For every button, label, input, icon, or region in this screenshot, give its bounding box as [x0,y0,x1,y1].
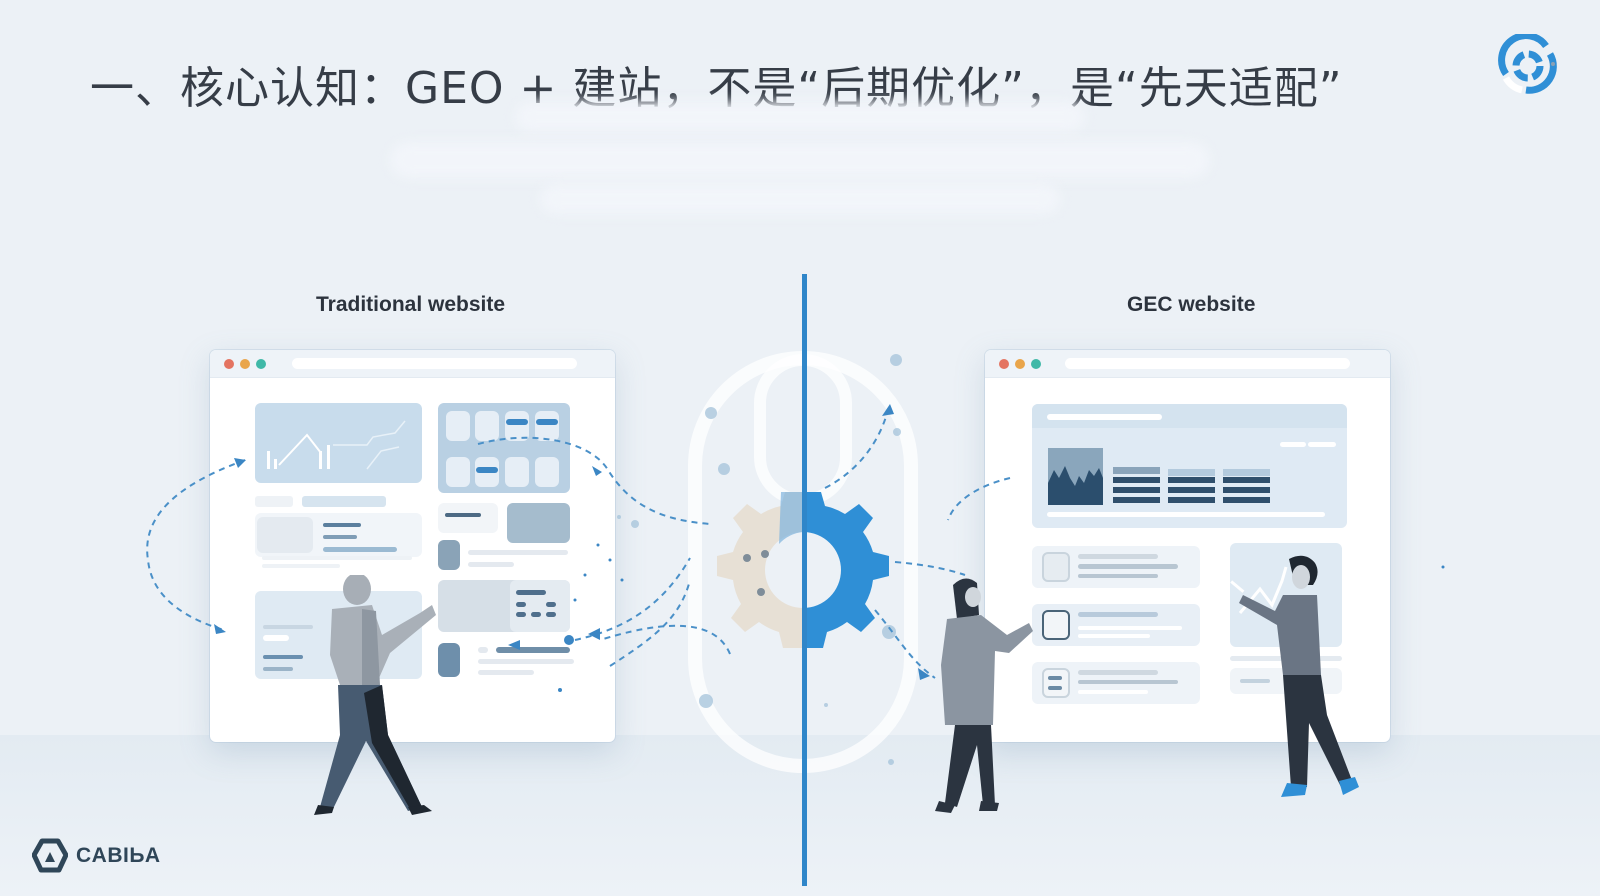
list-item [1032,546,1200,588]
browser-titlebar [210,350,615,378]
brand-name: CABIЬA [76,844,161,867]
profile-card [255,513,422,557]
list-item [1032,662,1200,704]
maximize-dot-icon [1031,359,1041,369]
brand-logo: CABIЬA [32,838,161,874]
media-card [438,580,570,632]
traditional-website-label: Traditional website [316,293,506,316]
close-dot-icon [999,359,1009,369]
tile-grid-card [438,403,570,493]
person-right-illustration [1230,555,1359,797]
minimize-dot-icon [1015,359,1025,369]
close-dot-icon [224,359,234,369]
traditional-website-window [210,350,615,742]
maximize-dot-icon [256,359,266,369]
gec-website-label: GEC website [1127,293,1256,316]
subtitle-blurred-line-3 [540,184,1060,214]
subtitle-blurred-line-2 [390,142,1210,178]
list-item [1032,604,1200,646]
target-logo-icon [1496,34,1560,98]
person-left-illustration [314,575,436,815]
chart-card [255,403,422,483]
browser-titlebar [985,350,1390,378]
person-middle-illustration [935,578,1033,813]
url-bar [292,358,577,369]
url-bar [1065,358,1350,369]
minimize-dot-icon [240,359,250,369]
avatar-pair [507,503,570,543]
center-divider [802,274,807,886]
hexagon-logo-icon [32,838,68,873]
line-chart-icon [267,420,406,470]
dashboard-card [1032,404,1347,528]
subtitle-blurred-line-1 [515,102,1085,132]
area-chart-icon [1048,448,1103,505]
gec-website-window [985,350,1390,742]
